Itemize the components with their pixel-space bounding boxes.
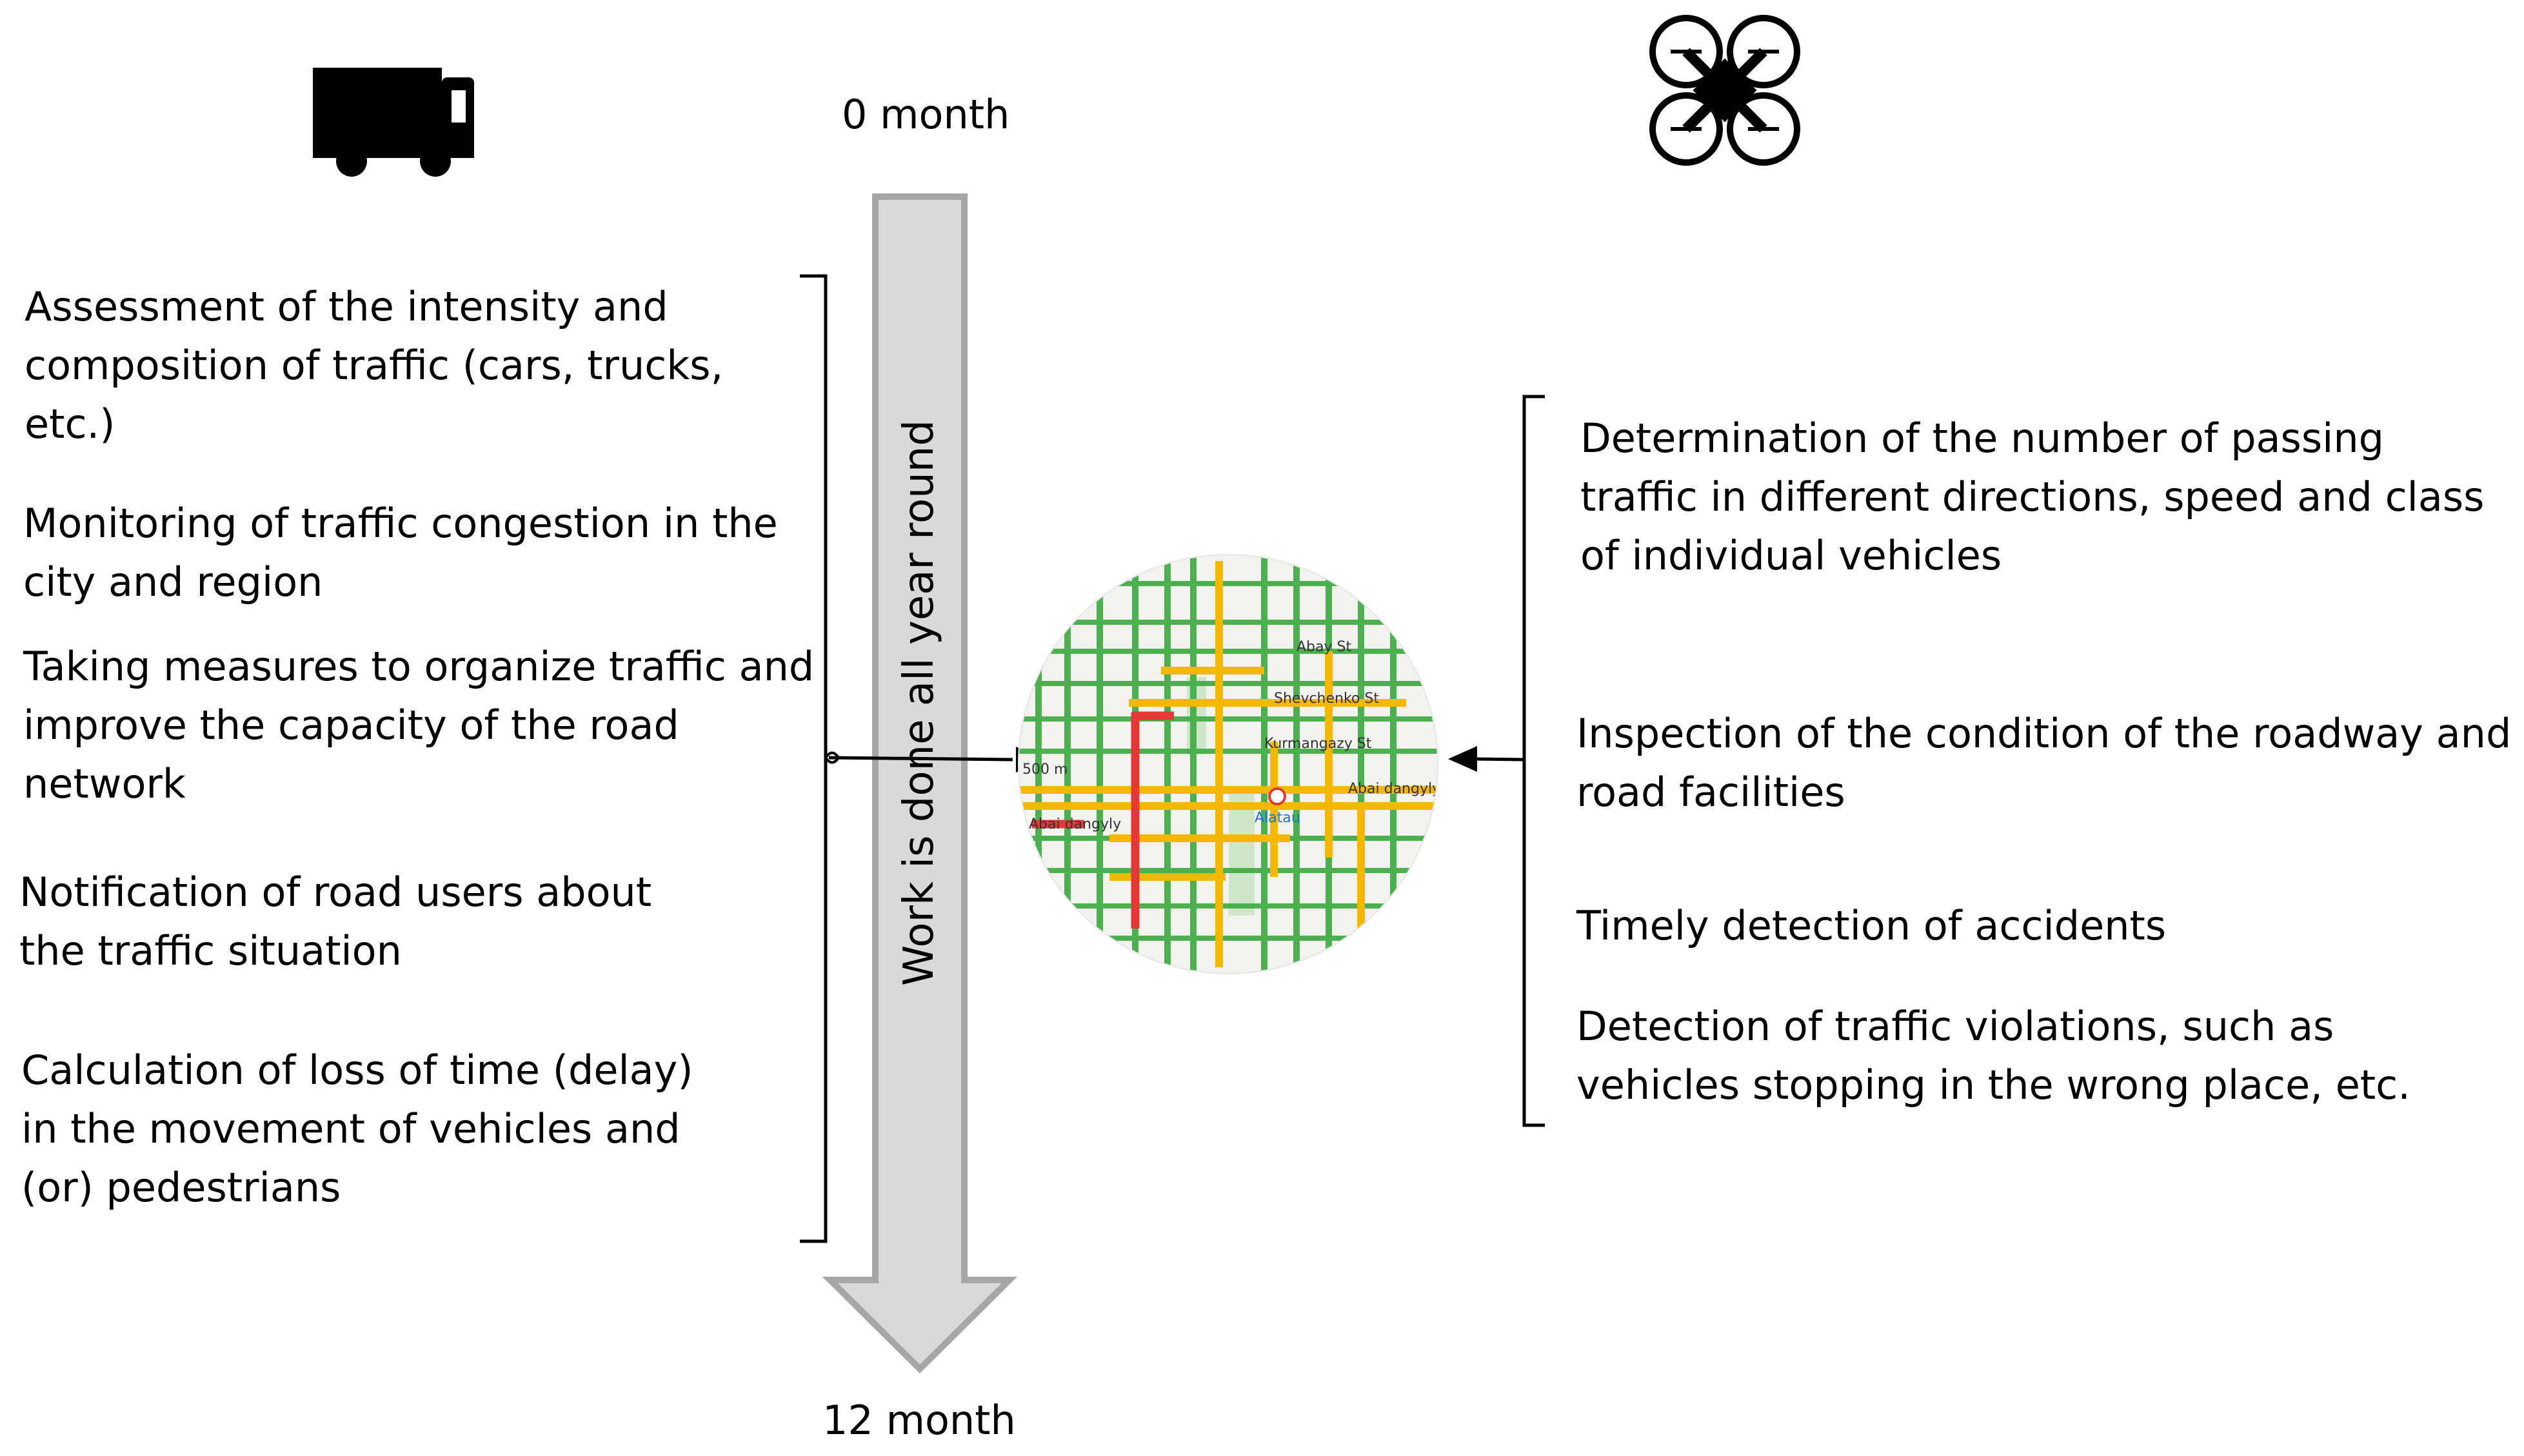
timeline-arrow: Work is done all year round bbox=[822, 193, 1018, 1374]
timeline-start-label: 0 month bbox=[842, 91, 1010, 138]
timeline-end-label: 12 month bbox=[822, 1397, 1016, 1444]
map-scale-label: 500 m bbox=[1022, 762, 1068, 778]
map-street-label: Abai dangyly bbox=[1029, 816, 1121, 832]
map-metro-label: Alatau bbox=[1255, 810, 1300, 826]
drone-icon bbox=[1649, 15, 1800, 166]
map-street-label: Kurmangazy St bbox=[1264, 736, 1372, 752]
map-street-label: Abay St bbox=[1297, 639, 1351, 655]
right-bracket bbox=[1522, 395, 1545, 1127]
left-item-traffic-measures: Taking measures to organize traffic and … bbox=[23, 643, 815, 807]
right-item-roadway-inspection: Inspection of the condition of the roadw… bbox=[1576, 710, 2512, 816]
metro-icon bbox=[1268, 787, 1286, 805]
right-connector bbox=[1448, 746, 1525, 772]
right-item-accident-detection: Timely detection of accidents bbox=[1576, 902, 2167, 949]
truck-icon bbox=[313, 68, 474, 177]
right-item-violation-detection: Detection of traffic violations, such as… bbox=[1576, 1003, 2410, 1108]
map-street-label: Shevchenko St bbox=[1274, 691, 1379, 707]
map-street-label: Abai dangyly bbox=[1348, 781, 1440, 797]
left-item-congestion-monitoring: Monitoring of traffic congestion in the … bbox=[23, 500, 778, 605]
left-item-traffic-assessment: Assessment of the intensity and composit… bbox=[25, 283, 724, 448]
left-item-user-notification: Notification of road users about the tra… bbox=[19, 869, 652, 974]
timeline-arrow-text: Work is done all year round bbox=[895, 420, 943, 986]
traffic-map-icon: Abay St Shevchenko St Kurmangazy St Abai… bbox=[1019, 555, 1440, 974]
left-item-delay-calculation: Calculation of loss of time (delay) in t… bbox=[21, 1047, 693, 1211]
right-item-traffic-count: Determination of the number of passing t… bbox=[1580, 415, 2485, 579]
